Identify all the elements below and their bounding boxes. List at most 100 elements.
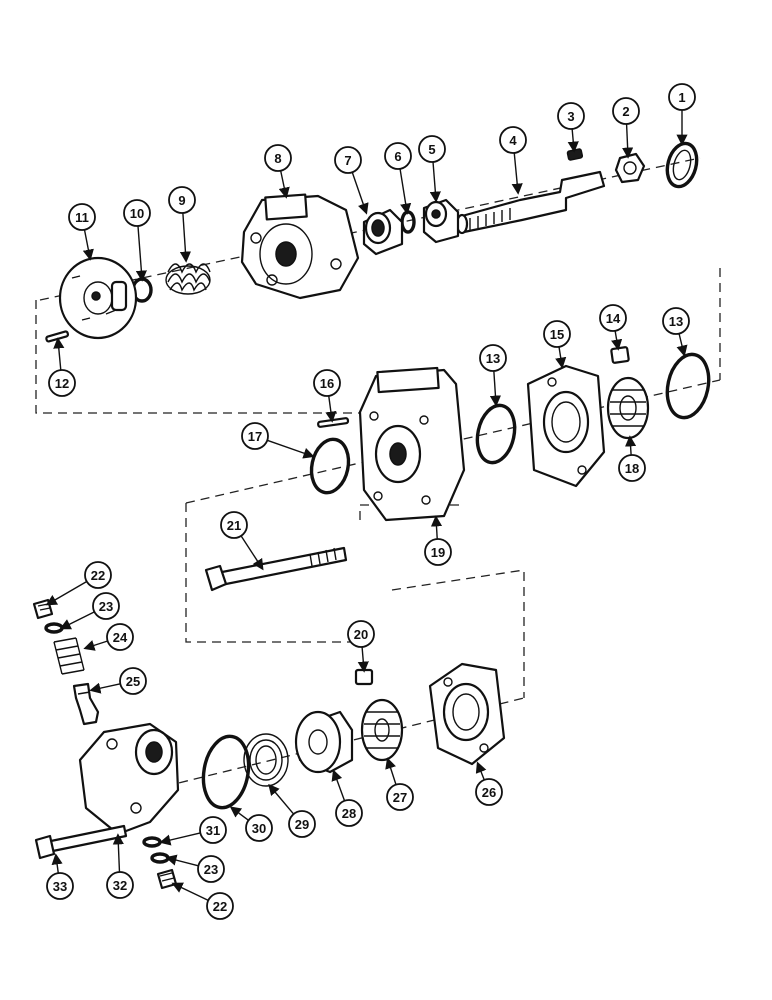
part-13-o-ring-b [665,352,711,420]
callout-circle [168,186,196,214]
leader-line [112,833,124,873]
part-33-bolt [34,824,128,860]
callout-number: 13 [486,351,500,366]
callout-2: 2 [612,97,640,159]
callout-20: 20 [347,620,375,673]
leader-line [511,152,523,195]
leader-line [611,330,623,351]
callout-25: 25 [89,667,147,695]
callout-28: 28 [331,769,363,827]
callout-circle [543,320,571,348]
leader-line [83,640,108,651]
part-9-spring [165,263,211,295]
callout-circle [119,667,147,695]
callout-number: 25 [126,674,140,689]
callout-circle [313,369,341,397]
leader-line [51,853,63,874]
part-23-o-ring-top [44,622,64,634]
part-18-gear [606,376,650,440]
callout-21: 21 [220,511,264,571]
callout-11: 11 [68,203,96,261]
callout-number: 22 [91,568,105,583]
callout-number: 9 [178,193,185,208]
callout-circle [92,592,120,620]
callout-number: 23 [204,862,218,877]
leader-line [179,212,192,263]
callout-10: 10 [123,199,151,282]
callout-circle [199,816,227,844]
callout-14: 14 [599,304,627,351]
callout-number: 31 [206,823,220,838]
callout-circle [618,454,646,482]
callout-circle [46,872,74,900]
callout-number: 11 [75,210,89,225]
leader-line [53,337,65,371]
leader-line [567,128,579,153]
callout-9: 9 [168,186,196,263]
callout-23: 23 [165,854,225,883]
callout-29: 29 [268,783,316,838]
leader-line [357,646,369,673]
leader-line [676,333,688,357]
callout-circle [106,623,134,651]
callout-circle [288,810,316,838]
leader-line [240,535,264,571]
part-15-wear-plate [526,364,606,488]
callout-circle [220,511,248,539]
callout-circle [68,203,96,231]
callout-circle [418,135,446,163]
callout-circle [347,620,375,648]
part-13-o-ring-a [475,403,517,465]
callout-number: 29 [295,817,309,832]
callout-13: 13 [479,344,507,407]
callout-number: 27 [393,790,407,805]
part-23-o-ring-bottom [150,852,170,864]
part-4-drive-shaft [455,170,606,235]
part-12-dowel-pin [45,330,70,343]
callout-13: 13 [662,307,690,357]
callout-16: 16 [313,369,341,423]
callout-circle [479,344,507,372]
part-29-spring [243,733,289,787]
callout-circle [84,561,112,589]
part-6-snap-ring [400,210,416,234]
callout-31: 31 [159,816,227,846]
callout-19: 19 [424,515,452,566]
part-30-o-ring [201,734,251,810]
leader-line [278,170,290,199]
part-5-bearing [422,198,460,244]
part-27-gear [360,698,404,762]
part-8-front-housing [240,193,360,300]
callout-circle [475,778,503,806]
callout-number: 15 [550,327,564,342]
callout-23: 23 [59,592,120,630]
part-7-bearing-assembly [362,208,404,256]
callout-8: 8 [264,144,292,199]
callout-number: 10 [130,206,144,221]
callout-number: 28 [342,806,356,821]
leader-line [159,832,201,846]
part-2-nut [614,152,646,184]
callout-circle [48,369,76,397]
part-24-spring [53,637,85,675]
callout-circle [106,871,134,899]
callout-number: 16 [320,376,334,391]
callout-4: 4 [499,126,527,195]
callout-circle [599,304,627,332]
callout-number: 8 [274,151,281,166]
callout-number: 24 [113,630,128,645]
leader-line [267,439,315,459]
part-25-relief-valve [72,682,100,726]
callout-number: 30 [252,821,266,836]
leader-line [59,611,95,630]
leader-line [430,515,443,540]
part-21-bolt [204,546,348,592]
callout-number: 6 [394,149,401,164]
part-3-key [566,148,584,161]
callout-18: 18 [618,435,646,482]
callout-circle [557,102,585,130]
part-14-roller [610,346,630,364]
callout-layer: 1234567891011121313141516171819202122222… [45,83,696,920]
callout-27: 27 [385,757,414,811]
callout-number: 17 [248,429,262,444]
